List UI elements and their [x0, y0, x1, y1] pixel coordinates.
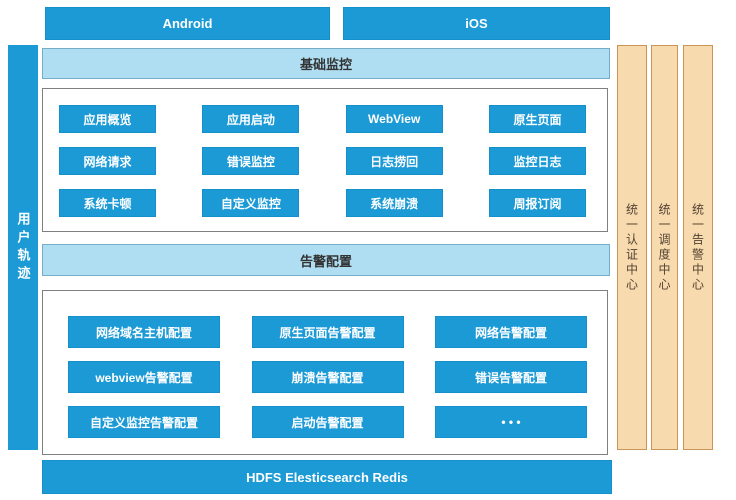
platform-block-ios: iOS: [343, 7, 610, 40]
alert-config-container: 网络域名主机配置 原生页面告警配置 网络告警配置 webview告警配置 崩溃告…: [42, 290, 608, 455]
monitor-module-block: 应用启动: [202, 105, 300, 133]
monitor-module-block: 系统崩溃: [345, 189, 443, 217]
dispatch-center-bar: 统一调度中心: [651, 45, 678, 450]
monitor-module-block: 原生页面: [488, 105, 586, 133]
auth-center-bar: 统一认证中心: [617, 45, 647, 450]
section-bar-basic-monitor: 基础监控: [42, 48, 610, 79]
alert-config-block: 原生页面告警配置: [251, 316, 404, 348]
monitor-module-block: 监控日志: [488, 147, 586, 175]
user-trace-bar: 用户轨迹: [8, 45, 38, 450]
alert-config-block: 网络告警配置: [435, 316, 587, 348]
auth-center-label: 统一认证中心: [624, 202, 639, 293]
alert-config-block: 错误告警配置: [435, 361, 587, 393]
alert-config-block: • • •: [435, 406, 587, 438]
monitor-module-block: 日志捞回: [345, 147, 443, 175]
monitor-module-block: WebView: [345, 105, 443, 133]
monitor-module-block: 周报订阅: [488, 189, 586, 217]
dispatch-center-label: 统一调度中心: [657, 202, 671, 293]
monitor-module-block: 错误监控: [202, 147, 300, 175]
alert-config-block: 启动告警配置: [251, 406, 404, 438]
monitor-module-block: 自定义监控: [202, 189, 300, 217]
alert-config-block: 网络域名主机配置: [68, 316, 220, 348]
basic-monitor-container: 应用概览 应用启动 WebView 原生页面 网络请求 错误监控 日志捞回 监控…: [42, 88, 608, 232]
user-trace-label: 用户轨迹: [15, 211, 31, 284]
monitor-module-block: 应用概览: [59, 105, 156, 133]
alert-config-block: 自定义监控告警配置: [68, 406, 220, 438]
platform-block-android: Android: [45, 7, 330, 40]
monitor-module-block: 网络请求: [59, 147, 156, 175]
alert-config-block: webview告警配置: [68, 361, 220, 393]
alert-config-block: 崩溃告警配置: [251, 361, 404, 393]
monitor-module-block: 系统卡顿: [59, 189, 156, 217]
alarm-center-label: 统一告警中心: [690, 202, 705, 293]
storage-bar: HDFS Elesticsearch Redis: [42, 460, 612, 494]
section-bar-alert-config: 告警配置: [42, 244, 610, 276]
alarm-center-bar: 统一告警中心: [683, 45, 713, 450]
